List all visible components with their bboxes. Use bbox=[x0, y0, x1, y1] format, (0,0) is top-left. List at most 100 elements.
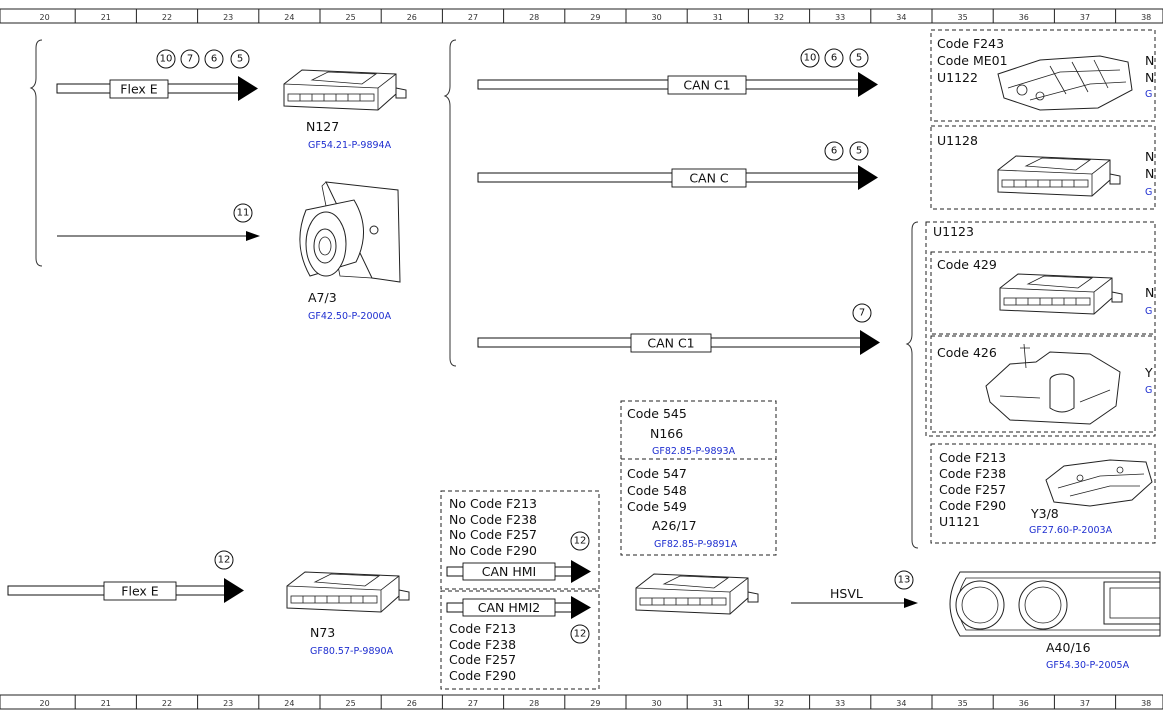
box-code-545: Code 545 N166 GF82.85-P-9893A Code 547 C… bbox=[620, 400, 777, 556]
code547-line: Code 547 bbox=[627, 466, 687, 481]
ruler-tick-label: 34 bbox=[896, 699, 906, 708]
box-code-f213-right: Code F213 Code F238 Code F257 Code F290 … bbox=[930, 443, 1156, 544]
box5-line: Code F290 bbox=[939, 498, 1006, 513]
valve-body-part bbox=[985, 343, 1121, 425]
box-code-f243: Code F243 Code ME01 U1122 N N G bbox=[930, 29, 1156, 122]
ruler-tick-label: 20 bbox=[40, 13, 50, 22]
marker: 5 bbox=[856, 146, 862, 157]
ruler-tick-label: 37 bbox=[1080, 699, 1090, 708]
marker: 5 bbox=[856, 53, 862, 64]
box-code-f-left: CAN HMI2 12 Code F213 Code F238 Code F25… bbox=[440, 590, 600, 690]
marker: 5 bbox=[237, 54, 243, 65]
box-code-429: Code 429 N G bbox=[930, 251, 1156, 335]
box2-edge: N bbox=[1145, 166, 1154, 181]
can-c1-bottom-label: CAN C1 bbox=[647, 336, 694, 351]
box2-edge-ref: G bbox=[1145, 187, 1152, 198]
hsvl-line: HSVL 13 bbox=[791, 570, 918, 608]
ruler-tick-label: 21 bbox=[101, 13, 111, 22]
ruler-tick-label: 21 bbox=[101, 699, 111, 708]
hsvl-label: HSVL bbox=[830, 586, 863, 601]
ruler-tick-label: 32 bbox=[774, 699, 784, 708]
a7-3-ref: GF42.50-P-2000A bbox=[308, 311, 392, 322]
box4-edge-ref: G bbox=[1145, 385, 1152, 396]
ruler-tick-label: 36 bbox=[1019, 699, 1029, 708]
ruler-tick-label: 24 bbox=[284, 699, 294, 708]
ruler-tick-label: 26 bbox=[407, 13, 417, 22]
nocode-line: No Code F290 bbox=[449, 543, 537, 558]
flexe-top-bus: Flex E bbox=[56, 76, 258, 101]
code-f-line: Code F290 bbox=[449, 668, 516, 683]
box-nocode: No Code F213 No Code F238 No Code F257 N… bbox=[440, 490, 600, 590]
right-brace bbox=[905, 221, 919, 549]
box1-edge-ref: G bbox=[1145, 89, 1152, 100]
marker: 11 bbox=[237, 208, 250, 219]
ruler-tick-label: 28 bbox=[529, 13, 539, 22]
box1-edge: N bbox=[1145, 53, 1154, 68]
box1-line: Code F243 bbox=[937, 36, 1004, 51]
ruler-tick-label: 38 bbox=[1141, 699, 1151, 708]
a26-17-label: A26/17 bbox=[652, 518, 697, 533]
a7-3-motor bbox=[299, 181, 401, 283]
can-c1-top-label: CAN C1 bbox=[683, 78, 730, 93]
box5-line: U1121 bbox=[939, 514, 980, 529]
marker: 6 bbox=[831, 146, 837, 157]
n127-module bbox=[283, 69, 407, 111]
n127-label: N127 bbox=[306, 119, 339, 134]
box5-line: Code F238 bbox=[939, 466, 1006, 481]
ruler-tick-label: 29 bbox=[590, 13, 600, 22]
nocode-line: No Code F257 bbox=[449, 527, 537, 542]
a7-3-line: 11 bbox=[57, 203, 260, 241]
can-c-label: CAN C bbox=[689, 171, 729, 186]
left-brace bbox=[29, 39, 43, 267]
code547-line: Code 548 bbox=[627, 483, 687, 498]
ruler-tick-label: 23 bbox=[223, 699, 233, 708]
flexe-top-tag bbox=[109, 79, 169, 99]
y3-8-part bbox=[1045, 459, 1153, 507]
box2-edge: N bbox=[1145, 149, 1154, 164]
a40-16-ref: GF54.30-P-2005A bbox=[1046, 660, 1130, 671]
ruler-tick-label: 22 bbox=[162, 13, 172, 22]
marker: 10 bbox=[160, 54, 173, 65]
ruler-tick-label: 27 bbox=[468, 13, 478, 22]
code545-label: Code 545 bbox=[627, 406, 687, 421]
marker: 6 bbox=[211, 54, 217, 65]
code547-line: Code 549 bbox=[627, 499, 687, 514]
n73-label: N73 bbox=[310, 625, 335, 640]
ruler-tick-label: 38 bbox=[1141, 13, 1151, 22]
can-c1-top-bus: CAN C1 10 6 5 bbox=[477, 48, 878, 97]
a40-16-display bbox=[949, 571, 1161, 637]
ruler-tick-label: 35 bbox=[958, 699, 968, 708]
ruler-tick-label: 30 bbox=[652, 13, 662, 22]
ruler-tick-label: 24 bbox=[284, 13, 294, 22]
ruler-tick-label: 29 bbox=[590, 699, 600, 708]
ruler-tick-label: 30 bbox=[652, 699, 662, 708]
ruler-tick-label: 35 bbox=[958, 13, 968, 22]
can-c1-bottom-bus: CAN C1 7 bbox=[477, 303, 880, 355]
code-f-line: Code F238 bbox=[449, 637, 516, 652]
box-u1128: U1128 N N G bbox=[930, 125, 1156, 210]
marker: 12 bbox=[574, 629, 587, 640]
n166-label: N166 bbox=[650, 426, 683, 441]
box5-line: Code F213 bbox=[939, 450, 1006, 465]
ruler-tick-label: 27 bbox=[468, 699, 478, 708]
box4-edge: Y bbox=[1144, 365, 1153, 380]
a7-3-label: A7/3 bbox=[308, 290, 337, 305]
ruler-tick-label: 20 bbox=[40, 699, 50, 708]
marker: 7 bbox=[859, 308, 865, 319]
code-f-line: Code F257 bbox=[449, 652, 516, 667]
ruler-tick-label: 36 bbox=[1019, 13, 1029, 22]
a40-16-label: A40/16 bbox=[1046, 640, 1091, 655]
box4-line: Code 426 bbox=[937, 345, 997, 360]
box3-edge: N bbox=[1145, 285, 1154, 300]
ruler-tick-label: 28 bbox=[529, 699, 539, 708]
ruler-tick-label: 23 bbox=[223, 13, 233, 22]
flexe-top-markers: 10 7 6 5 bbox=[156, 49, 250, 69]
ruler-tick-label: 25 bbox=[346, 699, 356, 708]
flexe-bottom-bus: Flex E 12 bbox=[7, 550, 244, 603]
ruler-tick-label: 32 bbox=[774, 13, 784, 22]
box5-line: Code F257 bbox=[939, 482, 1006, 497]
middle-brace bbox=[443, 39, 457, 367]
